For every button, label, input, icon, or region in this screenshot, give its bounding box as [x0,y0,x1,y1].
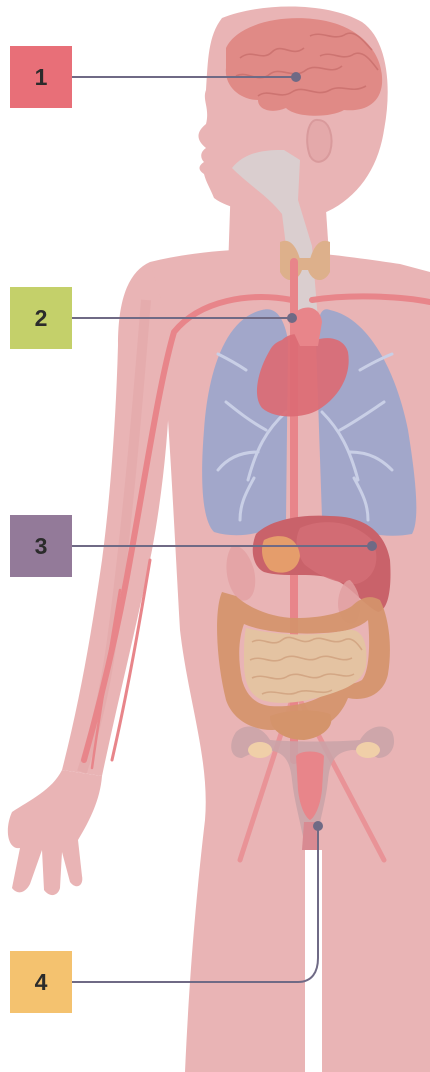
label-box-1: 1 [10,46,72,108]
label-number-4: 4 [35,969,48,996]
leader-dot-3 [367,541,377,551]
label-box-2: 2 [10,287,72,349]
label-number-1: 1 [35,64,48,91]
ear [307,120,331,162]
leader-dot-1 [291,72,301,82]
label-box-4: 4 [10,951,72,1013]
leader-dot-2 [287,313,297,323]
leader-dot-4 [313,821,323,831]
label-number-2: 2 [35,305,48,332]
label-box-3: 3 [10,515,72,577]
label-number-3: 3 [35,533,48,560]
